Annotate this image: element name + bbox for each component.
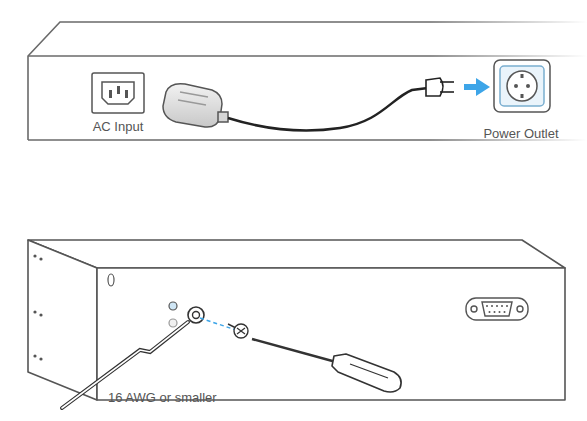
console-port bbox=[466, 298, 528, 320]
ring-terminal bbox=[188, 307, 204, 323]
slot bbox=[108, 274, 114, 286]
mounting-holes bbox=[33, 254, 42, 360]
pin bbox=[494, 311, 496, 313]
pin bbox=[489, 311, 491, 313]
alignment-line bbox=[200, 318, 236, 330]
pin bbox=[506, 305, 508, 307]
power-cord-connector bbox=[163, 84, 228, 127]
console-pins bbox=[486, 305, 508, 313]
fade-overlay bbox=[430, 18, 587, 144]
pin bbox=[486, 305, 488, 307]
ac-input-socket bbox=[92, 73, 144, 113]
pin bbox=[501, 305, 503, 307]
power-cord bbox=[228, 88, 428, 130]
pin bbox=[491, 305, 493, 307]
ground-screw bbox=[228, 324, 248, 338]
ground-points bbox=[169, 302, 177, 327]
pin bbox=[504, 311, 506, 313]
port-label: AC Input bbox=[93, 119, 144, 135]
insert-arrow bbox=[464, 78, 490, 96]
outlet-label: Power Outlet bbox=[483, 126, 558, 142]
pin bbox=[496, 305, 498, 307]
power-outlet bbox=[494, 60, 550, 112]
power-plug bbox=[426, 78, 454, 96]
screwdriver bbox=[252, 339, 401, 392]
switch-housing-bottom bbox=[28, 240, 565, 400]
wire-gauge-note: 16 AWG or smaller bbox=[108, 390, 217, 406]
pin bbox=[499, 311, 501, 313]
